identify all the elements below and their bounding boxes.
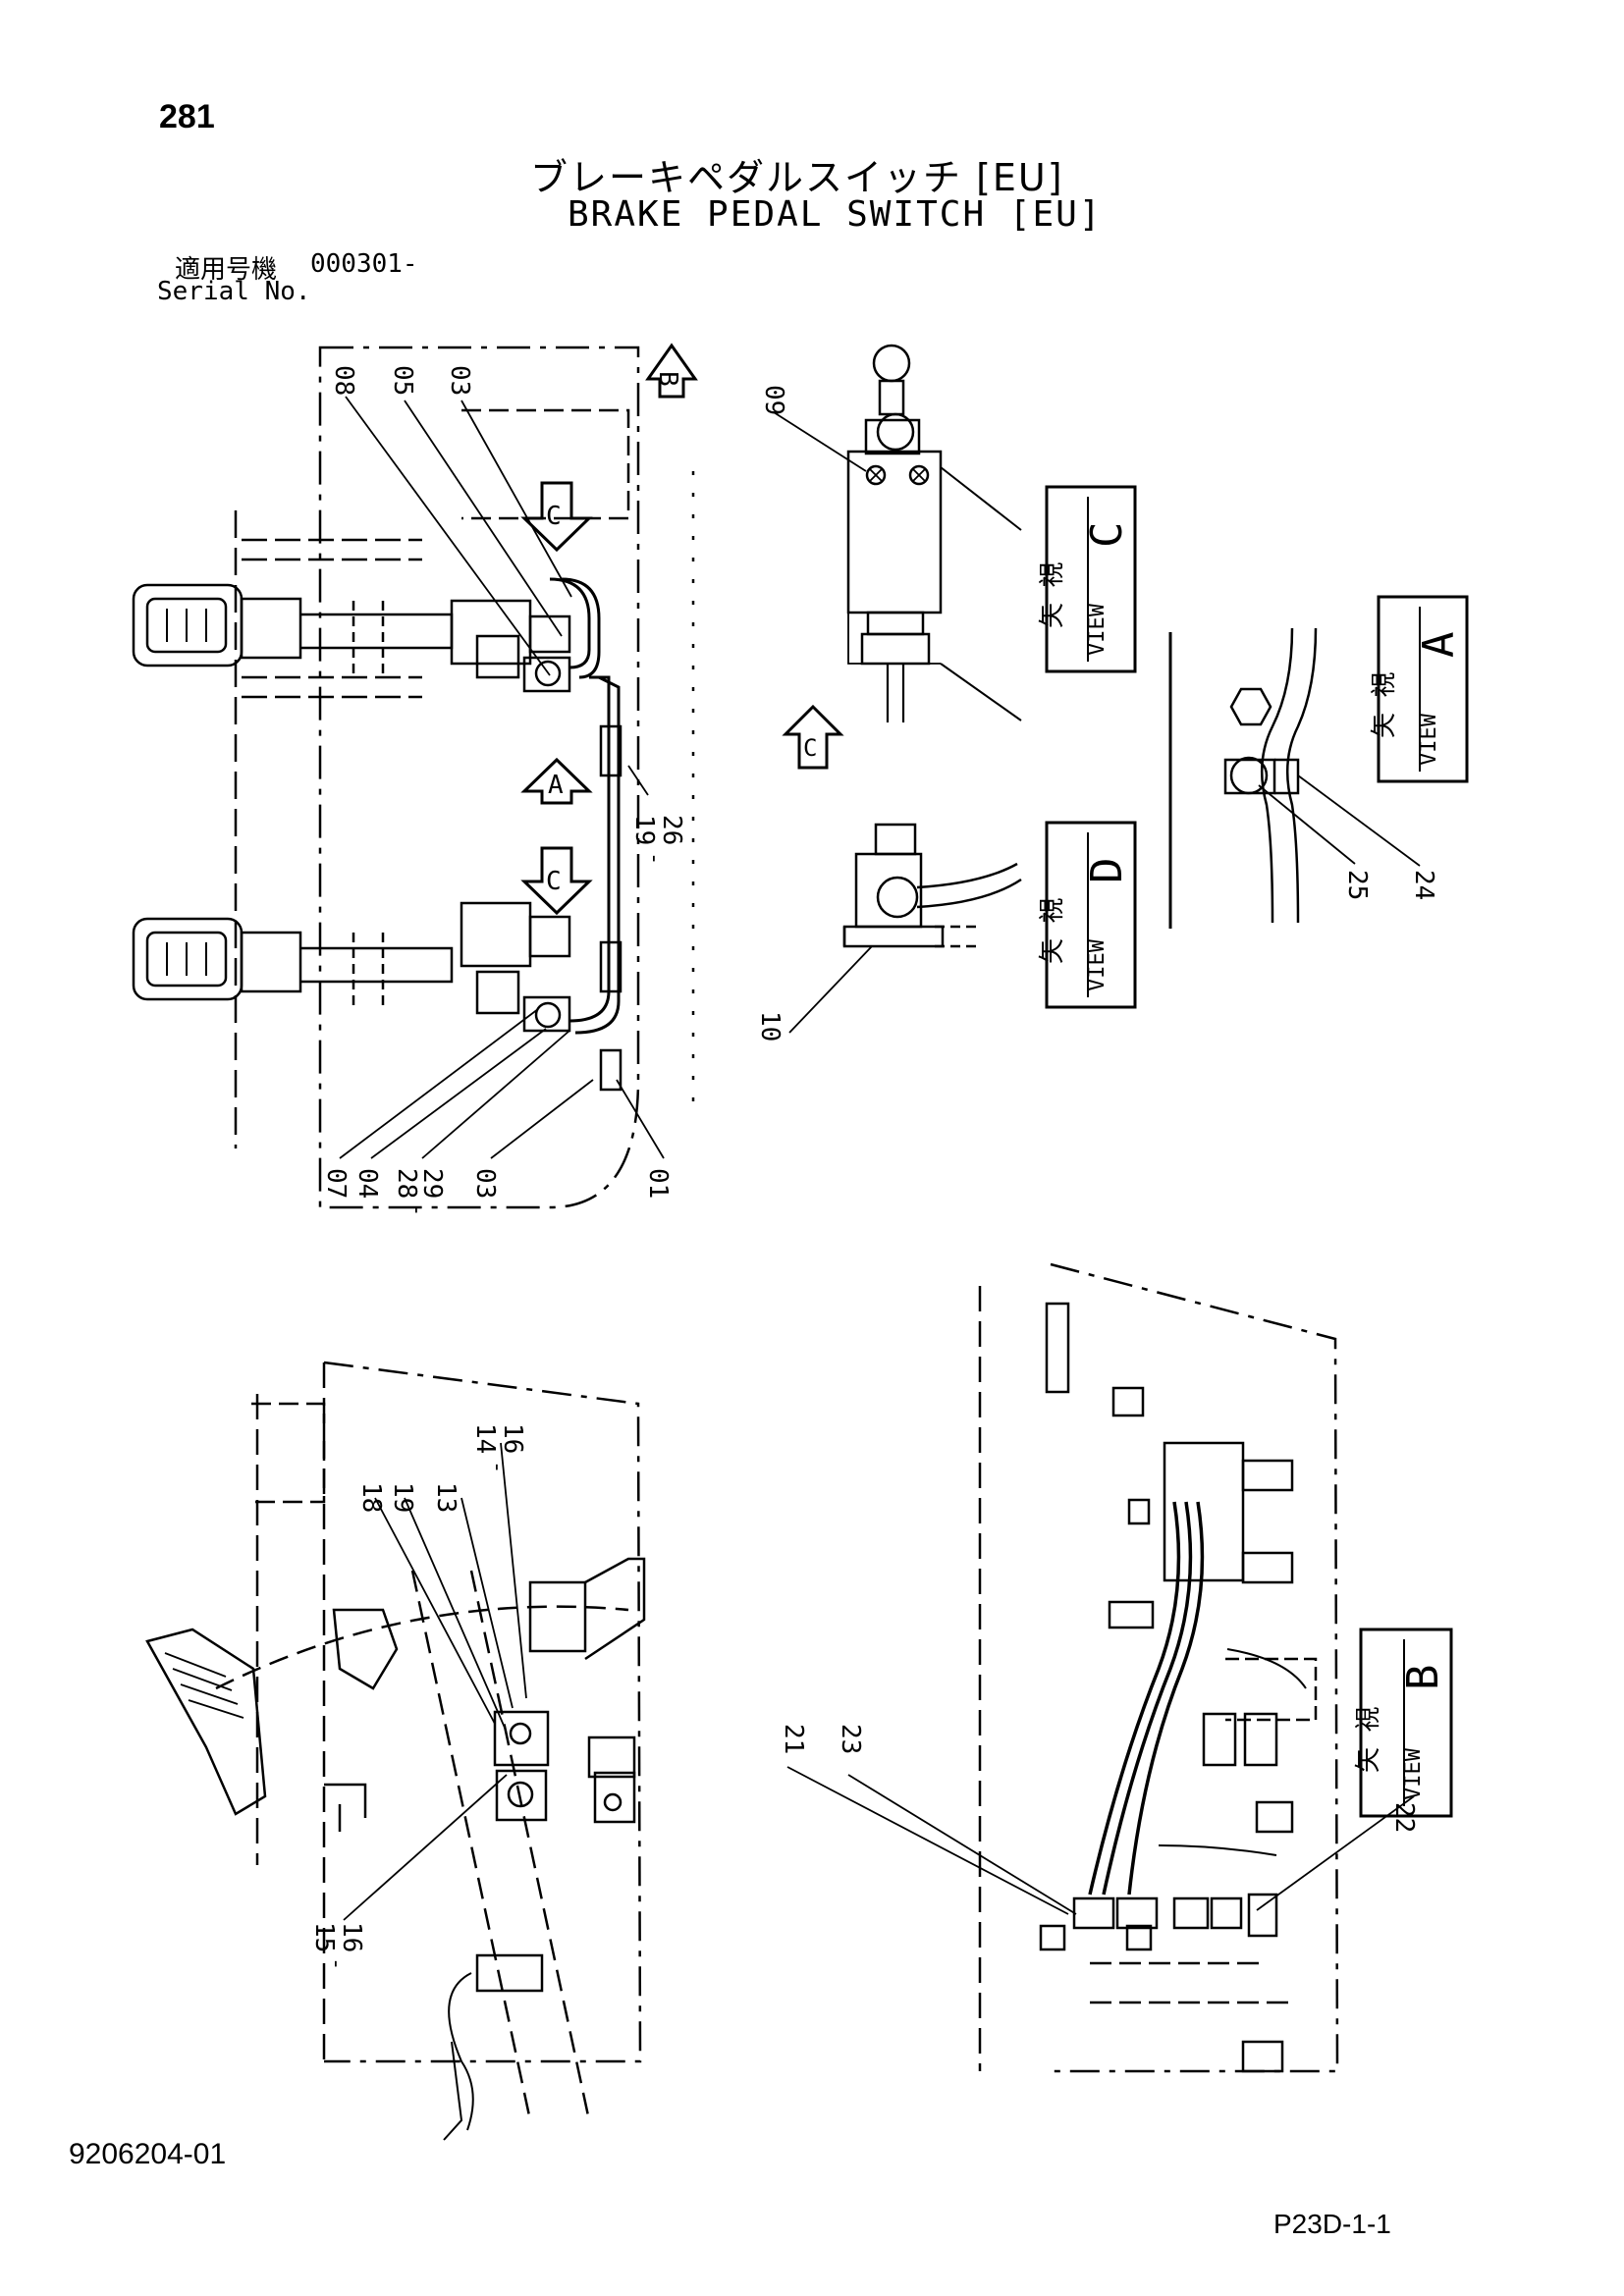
callout-14: 14 bbox=[470, 1423, 500, 1454]
callout-13: 13 bbox=[431, 1482, 460, 1513]
view-c-label: 矢 視 VIEW C bbox=[1038, 485, 1137, 673]
callout-15: 15 bbox=[309, 1922, 339, 1952]
view-c-ja: 矢 視 bbox=[1038, 561, 1067, 628]
callout-09: 09 bbox=[759, 385, 788, 415]
view-arrow-a: A bbox=[520, 757, 593, 805]
view-arrow-c-detail: C bbox=[782, 704, 844, 770]
callout-29: 29 bbox=[417, 1168, 447, 1199]
switch-side-view: 10 bbox=[755, 823, 1022, 1041]
view-c-letter: C bbox=[1082, 522, 1132, 549]
view-a-letter: A bbox=[1414, 632, 1464, 659]
view-arrow-label: B bbox=[653, 371, 682, 387]
view-arrow-c-top: C bbox=[520, 481, 593, 553]
callout-28-29-dash: - bbox=[405, 1203, 429, 1216]
callout-14-16-dash: - bbox=[485, 1461, 510, 1473]
harness-valve-view: 21 23 22 bbox=[779, 1262, 1419, 2073]
callout-23: 23 bbox=[836, 1724, 865, 1754]
view-b-ja: 矢 視 bbox=[1354, 1706, 1383, 1773]
callout-19: 19 bbox=[629, 815, 659, 845]
callout-16-upper: 16 bbox=[498, 1423, 527, 1454]
limit-switch-detail: 09 C bbox=[759, 344, 1022, 770]
callout-19-26-dash: - bbox=[642, 852, 667, 865]
callout-24: 24 bbox=[1409, 870, 1438, 900]
callout-18: 18 bbox=[356, 1482, 386, 1513]
callout-03-bottom: 03 bbox=[470, 1168, 500, 1199]
callout-19-side: 19 bbox=[388, 1482, 417, 1513]
page-number: 281 bbox=[159, 98, 215, 135]
title-english: BRAKE PEDAL SWITCH [EU] bbox=[568, 194, 1103, 235]
view-arrow-c-bottom: C bbox=[520, 846, 593, 916]
callout-04: 04 bbox=[352, 1168, 382, 1199]
callout-21: 21 bbox=[779, 1724, 808, 1754]
view-d-letter: D bbox=[1082, 858, 1132, 884]
view-arrow-label: C bbox=[803, 734, 817, 762]
clamp-detail: 25 24 bbox=[1168, 627, 1438, 929]
callout-08: 08 bbox=[329, 365, 358, 396]
view-d-ja: 矢 視 bbox=[1038, 897, 1067, 964]
view-a-ja: 矢 視 bbox=[1370, 671, 1399, 738]
view-d-label: 矢 視 VIEW D bbox=[1038, 821, 1137, 1009]
sheet-code: P23D-1-1 bbox=[1273, 2209, 1391, 2239]
callout-26: 26 bbox=[657, 815, 686, 845]
callout-16-lower: 16 bbox=[337, 1922, 366, 1952]
callout-28: 28 bbox=[392, 1168, 421, 1199]
view-arrow-label: C bbox=[546, 867, 562, 896]
callout-05: 05 bbox=[388, 365, 417, 396]
view-d-en: VIEW bbox=[1085, 938, 1110, 991]
view-arrow-label: A bbox=[548, 771, 564, 800]
serial-number-value: 000301- bbox=[310, 249, 418, 279]
serial-label-english: Serial No. bbox=[157, 277, 311, 306]
view-b-en: VIEW bbox=[1401, 1747, 1426, 1800]
view-a-label: 矢 視 VIEW A bbox=[1370, 595, 1469, 783]
callout-03-top: 03 bbox=[445, 365, 474, 396]
callout-01: 01 bbox=[643, 1168, 673, 1199]
pedal-assembly-top-view: B C A C 08 05 03 19 - 26 07 04 28 - 29 0… bbox=[132, 343, 698, 1216]
pedal-side-view: 18 19 13 14 - 16 15 - 16 bbox=[145, 1361, 646, 2141]
view-arrow-label: C bbox=[546, 502, 562, 531]
callout-25: 25 bbox=[1342, 870, 1372, 900]
document-number: 9206204-01 bbox=[69, 2138, 227, 2170]
callout-07: 07 bbox=[321, 1168, 351, 1199]
view-b-letter: B bbox=[1398, 1665, 1448, 1691]
view-arrow-b: B bbox=[645, 343, 698, 399]
view-c-en: VIEW bbox=[1085, 603, 1110, 656]
title-japanese: ブレーキペダルスイッチ [EU] bbox=[530, 156, 1064, 199]
serial-label-japanese: 適用号機 bbox=[175, 255, 278, 285]
callout-10: 10 bbox=[755, 1011, 785, 1041]
callout-22: 22 bbox=[1389, 1802, 1419, 1833]
view-b-label: 矢 視 VIEW B bbox=[1354, 1628, 1453, 1818]
view-a-en: VIEW bbox=[1417, 713, 1441, 766]
callout-15-16-dash: - bbox=[324, 1957, 349, 1970]
